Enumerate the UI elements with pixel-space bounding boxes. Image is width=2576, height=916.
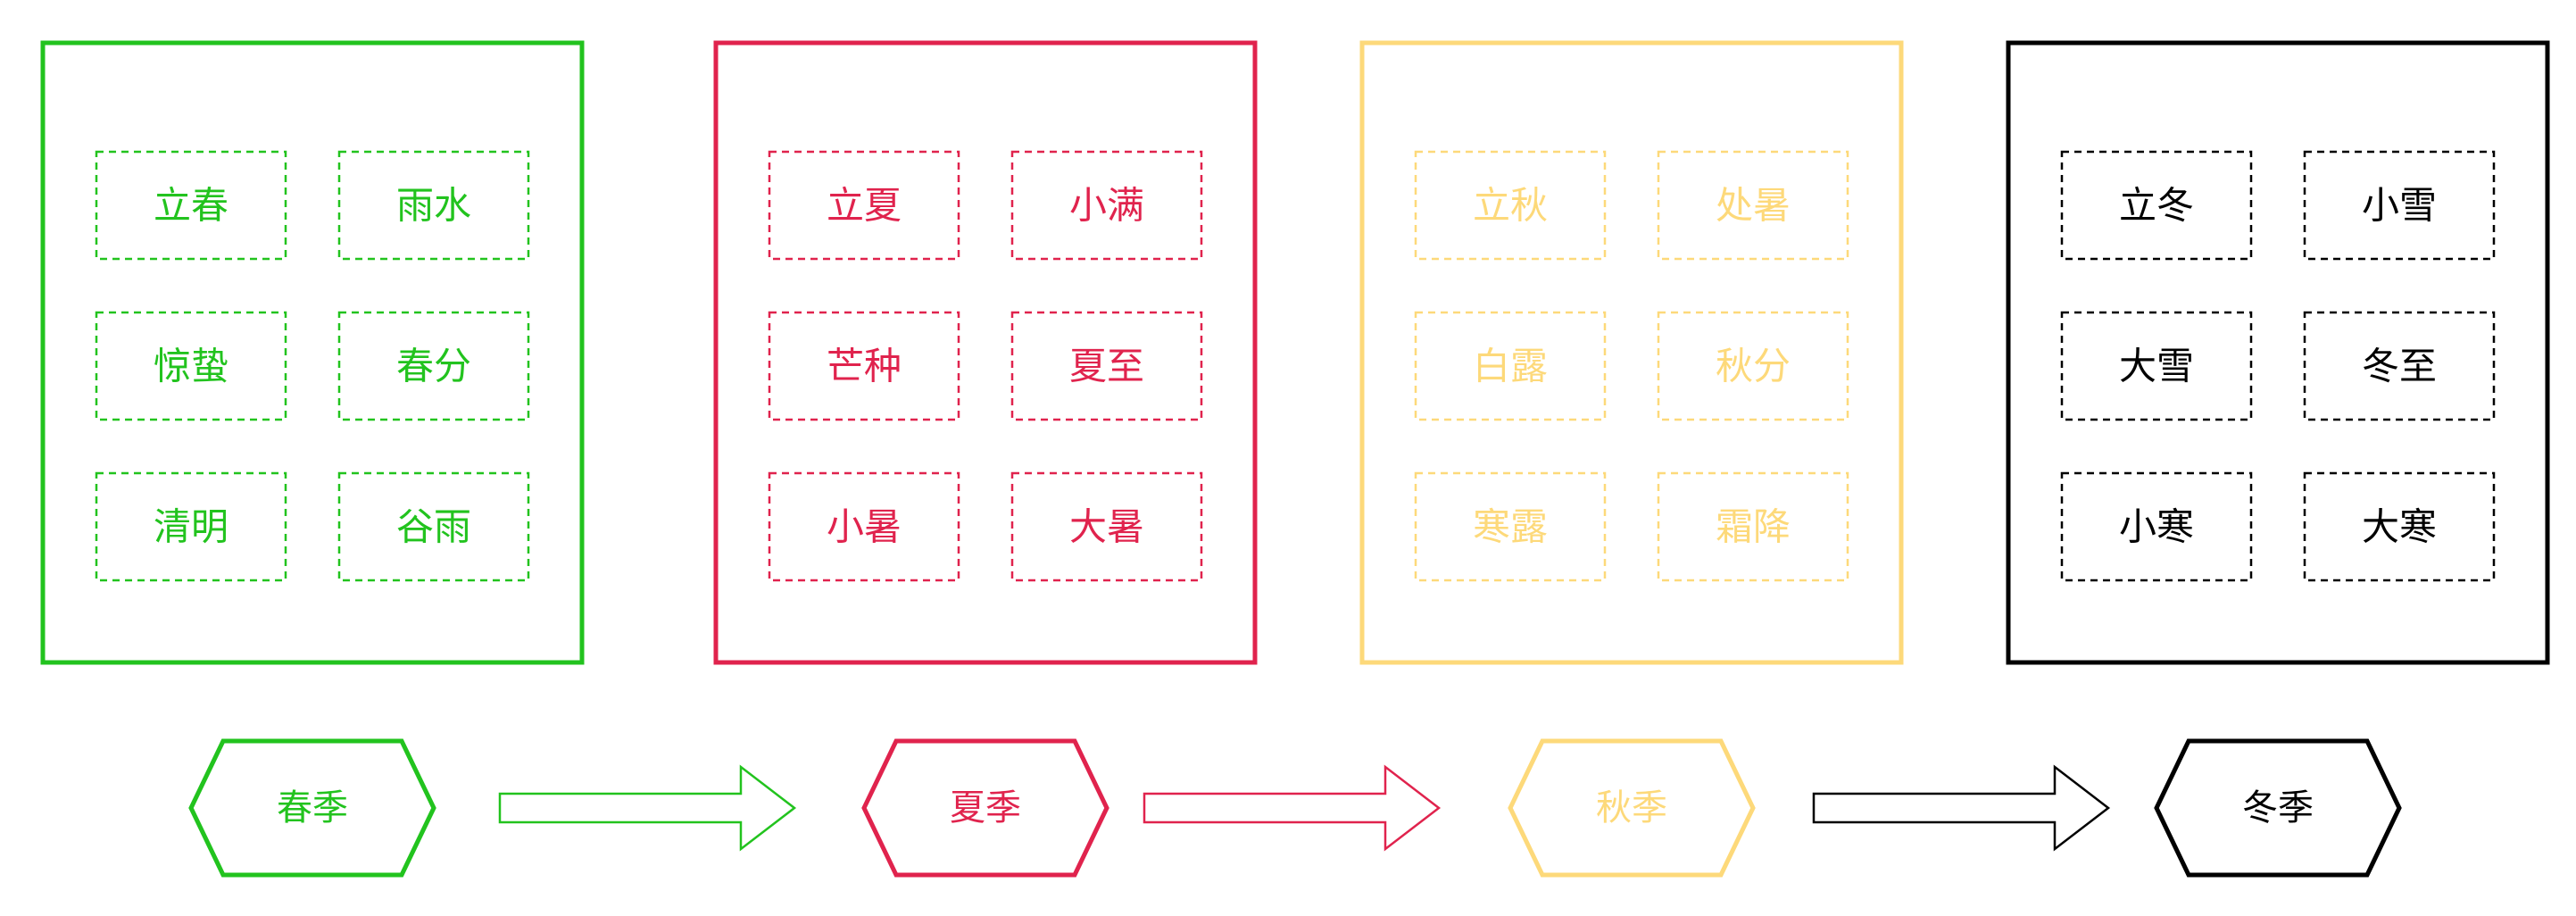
- solar-term-box: [2303, 150, 2496, 261]
- spring-panel: [40, 40, 585, 665]
- arrow-summer-to-autumn: [1143, 764, 1442, 852]
- season-label: 秋季: [1596, 787, 1667, 829]
- solar-term-label: 清明: [154, 505, 229, 549]
- spring-hexagon: [188, 738, 436, 878]
- solar-term-box: [768, 150, 960, 261]
- solar-term-label: 立冬: [2119, 184, 2194, 228]
- autumn-panel: [1359, 40, 1904, 665]
- solar-term-box: [95, 471, 287, 582]
- solar-term-label: 谷雨: [396, 505, 471, 549]
- solar-term-box: [337, 471, 530, 582]
- solar-term-label: 小暑: [827, 505, 902, 549]
- solar-term-box: [768, 311, 960, 421]
- solar-term-box: [1414, 150, 1607, 261]
- solar-term-label: 雨水: [396, 184, 471, 228]
- winter-panel: [2006, 40, 2550, 665]
- solar-term-label: 夏至: [1069, 345, 1144, 388]
- solar-term-label: 白露: [1473, 345, 1548, 388]
- solar-term-box: [337, 311, 530, 421]
- solar-term-box: [2060, 311, 2253, 421]
- solar-term-box: [1657, 150, 1849, 261]
- solar-term-box: [1010, 311, 1203, 421]
- solar-term-label: 春分: [396, 345, 471, 388]
- solar-term-label: 立秋: [1473, 184, 1548, 228]
- solar-term-box: [768, 471, 960, 582]
- solar-term-label: 冬至: [2362, 345, 2437, 388]
- arrow-spring-to-summer: [498, 764, 797, 852]
- autumn-hexagon: [1508, 738, 1756, 878]
- solar-term-box: [95, 311, 287, 421]
- solar-term-label: 小满: [1069, 184, 1144, 228]
- solar-term-label: 立春: [154, 184, 229, 228]
- summer-hexagon: [861, 738, 1109, 878]
- solar-term-label: 芒种: [827, 345, 902, 388]
- solar-term-label: 秋分: [1716, 345, 1791, 388]
- summer-panel: [713, 40, 1258, 665]
- solar-term-label: 小雪: [2362, 184, 2437, 228]
- solar-term-label: 寒露: [1473, 505, 1548, 549]
- solar-term-box: [2303, 311, 2496, 421]
- solar-term-box: [337, 150, 530, 261]
- solar-term-label: 惊蛰: [154, 345, 229, 388]
- solar-term-box: [1657, 471, 1849, 582]
- solar-term-label: 处暑: [1716, 184, 1791, 228]
- season-label: 春季: [277, 787, 348, 829]
- arrow-autumn-to-winter: [1812, 764, 2111, 852]
- solar-term-box: [1414, 311, 1607, 421]
- solar-term-label: 大寒: [2362, 505, 2437, 549]
- solar-term-label: 小寒: [2119, 505, 2194, 549]
- solar-term-box: [1010, 471, 1203, 582]
- winter-hexagon: [2154, 738, 2402, 878]
- solar-term-box: [1414, 471, 1607, 582]
- season-label: 冬季: [2242, 787, 2314, 829]
- solar-term-box: [1010, 150, 1203, 261]
- solar-term-box: [2060, 471, 2253, 582]
- solar-term-label: 大雪: [2119, 345, 2194, 388]
- solar-term-box: [2060, 150, 2253, 261]
- solar-term-label: 大暑: [1069, 505, 1144, 549]
- solar-term-box: [1657, 311, 1849, 421]
- solar-term-box: [95, 150, 287, 261]
- season-label: 夏季: [950, 787, 1021, 829]
- solar-term-label: 霜降: [1716, 505, 1791, 549]
- solar-term-box: [2303, 471, 2496, 582]
- solar-term-label: 立夏: [827, 184, 902, 228]
